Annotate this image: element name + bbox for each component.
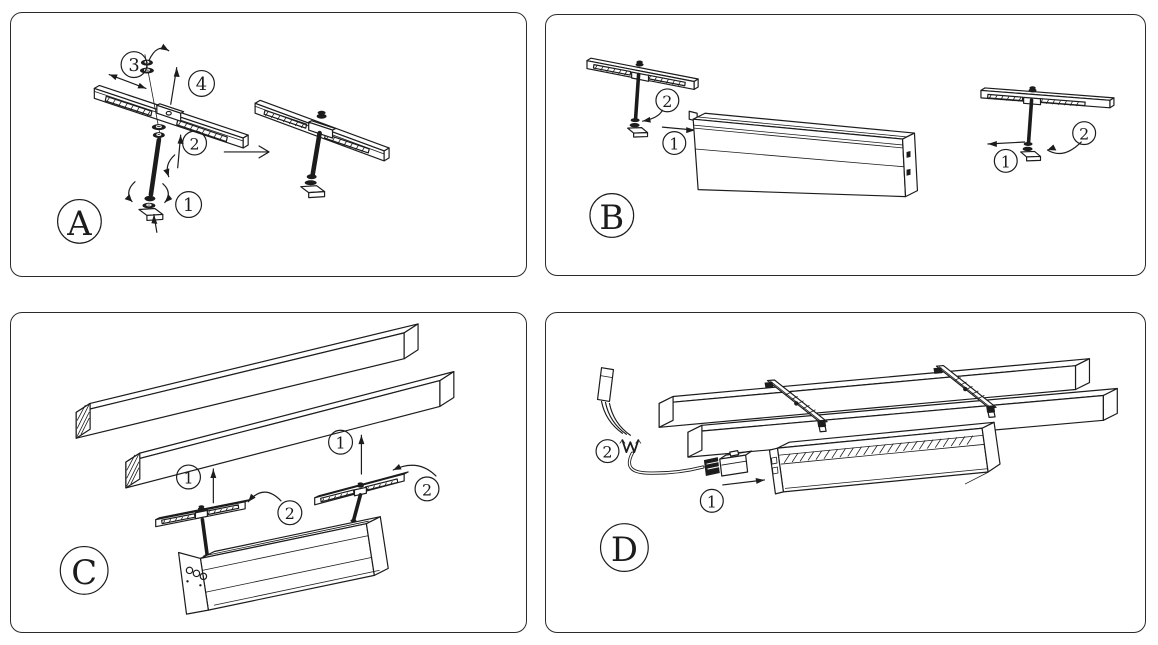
svg-text:D: D xyxy=(611,530,638,569)
step-marker-1-left: 1 xyxy=(175,464,217,504)
ceiling-beam-back xyxy=(658,358,1091,428)
step-marker-2: 2 xyxy=(163,130,208,178)
step-marker-2-right: 2 xyxy=(1046,121,1097,155)
threaded-rod xyxy=(1026,98,1034,144)
step-marker-1-right: 1 xyxy=(987,141,1026,173)
step-marker-3: 3 xyxy=(108,51,148,90)
svg-text:2: 2 xyxy=(602,443,612,462)
svg-text:2: 2 xyxy=(422,480,432,499)
svg-text:1: 1 xyxy=(707,492,717,511)
svg-text:2: 2 xyxy=(1079,125,1089,144)
panel-label-b: B xyxy=(589,193,635,238)
panel-b: 2 1 xyxy=(545,14,1146,276)
svg-text:A: A xyxy=(66,204,92,243)
hanger-bracket-right xyxy=(314,471,409,523)
power-cable xyxy=(627,451,705,475)
panel-label-d: D xyxy=(599,523,649,572)
svg-text:2: 2 xyxy=(285,504,295,523)
svg-text:C: C xyxy=(71,553,97,592)
panel-a: 3 4 2 xyxy=(10,12,527,277)
transition-arrow xyxy=(223,145,270,159)
panel-d-figure: 2 1 D xyxy=(595,358,1118,572)
rotate-arrow xyxy=(1046,141,1082,155)
threaded-rod xyxy=(310,130,322,178)
rail-slot-right xyxy=(176,119,228,143)
ceiling-beam-front xyxy=(125,371,455,489)
threaded-rod xyxy=(351,493,363,523)
mounting-rail-exploded xyxy=(93,84,249,149)
svg-text:2: 2 xyxy=(190,135,200,154)
supply-wires xyxy=(600,400,631,436)
step-marker-1: 1 xyxy=(699,477,766,513)
light-fixture xyxy=(688,110,919,198)
panel-a-figure: 3 4 2 xyxy=(57,43,390,244)
step-marker-4: 4 xyxy=(148,43,216,105)
threaded-rod xyxy=(148,137,162,197)
beam-clamp-bracket-left xyxy=(764,379,828,433)
supply-conduit xyxy=(596,367,615,403)
svg-text:3: 3 xyxy=(128,55,139,76)
nut-washer-bottom xyxy=(151,124,166,139)
light-fixture xyxy=(768,421,1001,495)
step-marker-2-mid: 2 xyxy=(247,491,303,526)
fixture-end-cap xyxy=(768,447,784,495)
hanger-bracket-left xyxy=(586,57,699,138)
step-marker-1-left: 1 xyxy=(661,126,696,156)
svg-text:4: 4 xyxy=(196,74,207,95)
svg-text:B: B xyxy=(599,198,624,237)
svg-text:1: 1 xyxy=(183,195,194,216)
panel-d: 2 1 D xyxy=(545,312,1146,633)
svg-text:1: 1 xyxy=(669,135,679,154)
step-marker-2-right: 2 xyxy=(392,463,440,502)
panel-label-a: A xyxy=(57,198,102,244)
panel-label-c: C xyxy=(59,545,109,595)
threaded-rod xyxy=(200,517,210,559)
mounting-rail-assembled xyxy=(254,99,390,199)
beam-clamp-bracket-right xyxy=(933,364,997,418)
hanger-bracket-right xyxy=(980,86,1115,162)
connector-plug xyxy=(703,450,753,477)
wire-splice xyxy=(619,439,642,454)
fixture-end-cap xyxy=(177,551,209,615)
threaded-rod xyxy=(633,72,641,120)
clamp-foot xyxy=(138,195,164,222)
step-marker-2-left: 2 xyxy=(641,88,680,123)
panel-c-figure: 1 1 xyxy=(59,323,455,615)
light-fixture xyxy=(177,516,389,615)
panel-b-figure: 2 1 xyxy=(586,57,1115,238)
ceiling-beam-back xyxy=(75,323,419,439)
svg-text:1: 1 xyxy=(183,468,193,487)
svg-text:1: 1 xyxy=(335,434,345,453)
panel-c: 1 1 xyxy=(10,312,527,633)
step-marker-2: 2 xyxy=(595,439,620,464)
rail-slot-left xyxy=(104,95,153,117)
hanger-bracket-left xyxy=(155,499,250,559)
step-marker-1-right: 1 xyxy=(328,429,365,475)
svg-text:1: 1 xyxy=(1001,152,1011,171)
step-marker-1: 1 xyxy=(124,181,203,233)
svg-text:2: 2 xyxy=(662,92,672,111)
